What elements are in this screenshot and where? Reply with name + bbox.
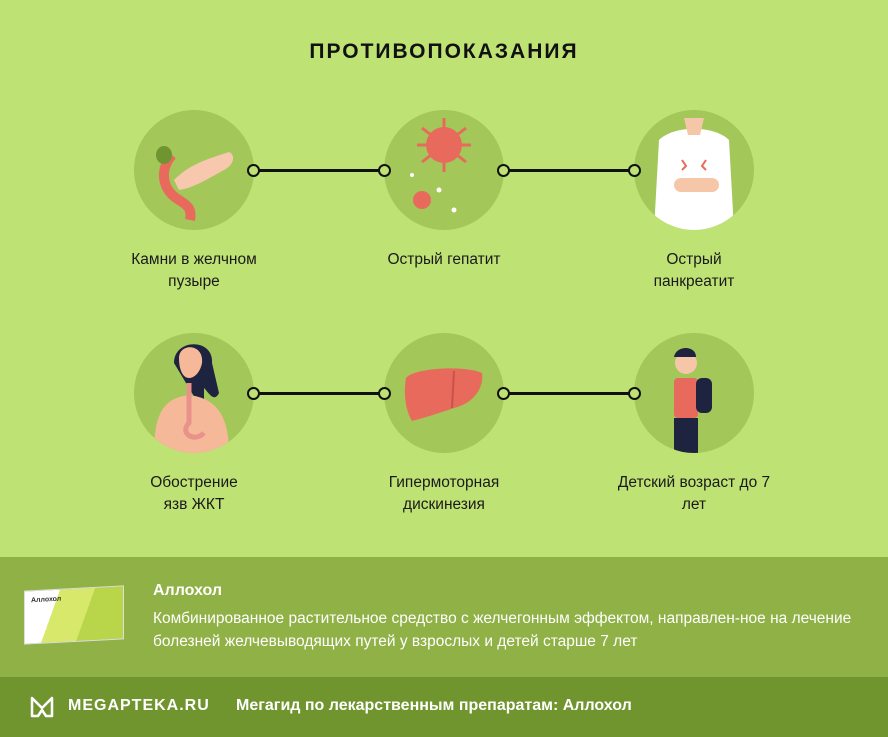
gallbladder-pancreas-icon: [134, 110, 254, 230]
digestive-tract-icon: [134, 333, 254, 453]
connector-node: [247, 164, 260, 177]
contraindication-label: Обострение язв ЖКТ: [150, 474, 238, 513]
connector-node: [247, 387, 260, 400]
footer: [0, 677, 888, 737]
contraindication-label: Гипермоторная дискинезия: [388, 474, 500, 513]
contraindication-label: Острый панкреатит: [653, 251, 735, 290]
guide-title: Мегагид по лекарственным препаратам: Алл…: [236, 697, 632, 714]
product-box-image: Аллохол: [24, 585, 124, 645]
connector-line: [254, 169, 384, 172]
product-name: Аллохол: [153, 582, 223, 599]
virus-icon: [384, 110, 504, 230]
liver-icon: [384, 333, 504, 453]
connector-node: [378, 164, 391, 177]
product-box-label: Аллохол: [31, 595, 62, 605]
megapteka-logo-icon: [30, 696, 54, 718]
page-title: ПРОТИВОПОКАЗАНИЯ: [309, 40, 579, 63]
product-info-band: [0, 557, 888, 677]
connector-node: [628, 164, 641, 177]
child-icon: [634, 333, 754, 453]
contraindication-label: Острый гепатит: [387, 251, 501, 268]
connector-node: [378, 387, 391, 400]
connector-node: [628, 387, 641, 400]
connector-node: [497, 164, 510, 177]
contraindication-label: Камни в желчном пузыре: [131, 251, 257, 290]
connector-line: [504, 392, 634, 395]
abdominal-pain-icon: [634, 110, 754, 230]
connector-line: [254, 392, 384, 395]
connector-line: [504, 169, 634, 172]
product-description: Комбинированное растительное средство с …: [153, 610, 852, 650]
connector-node: [497, 387, 510, 400]
contraindication-label: Детский возраст до 7 лет: [617, 474, 771, 513]
brand-name[interactable]: MEGAPTEKA.RU: [68, 697, 210, 714]
